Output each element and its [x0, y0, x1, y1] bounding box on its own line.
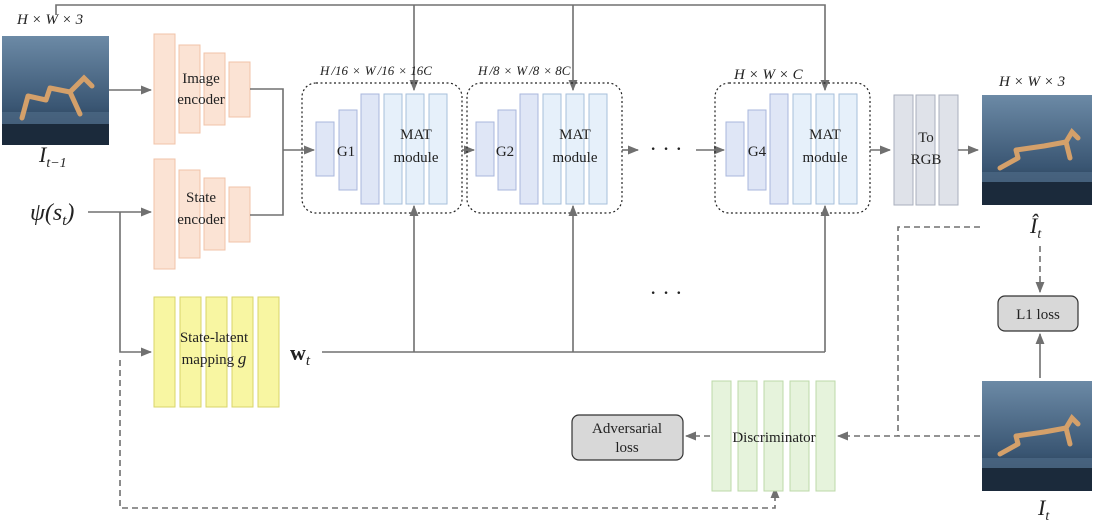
image-encoder: Image encoder	[153, 33, 251, 145]
ground-truth-frame-image	[982, 381, 1092, 491]
l1-loss-label: L1 loss	[1016, 307, 1060, 323]
block2-dim-label: H/8×W/8× 8C	[477, 63, 571, 78]
image-encoder-label-1: Image	[182, 71, 220, 87]
block1-dim-label: H/16×W/16× 16C	[319, 63, 432, 78]
block4-dim-label: H × W × C	[733, 67, 804, 83]
mat4-label-1: MAT	[809, 127, 841, 143]
to-rgb-label-2: RGB	[911, 152, 942, 168]
ground-truth-frame-label: It	[1037, 495, 1050, 523]
previous-frame-label: It−1	[38, 142, 67, 171]
mat2-label-2: module	[553, 150, 598, 166]
robot-leg-icon	[67, 74, 95, 95]
adversarial-loss-box	[571, 414, 684, 461]
block4-frame	[714, 82, 871, 214]
g4-label: G4	[748, 144, 767, 160]
ellipsis-bottom: · · ·	[650, 280, 683, 305]
previous-frame-image	[2, 36, 109, 145]
g1-label: G1	[337, 144, 355, 160]
adversarial-loss-label-2: loss	[615, 440, 639, 456]
block2-generator: G2 MAT module	[475, 93, 608, 205]
g2-label: G2	[496, 144, 514, 160]
to-rgb-label-1: To	[918, 130, 934, 146]
predicted-frame-label: Ît	[1029, 213, 1042, 242]
mat1-label-2: module	[394, 150, 439, 166]
state-encoder: State encoder	[153, 158, 251, 270]
robot-icon	[19, 85, 83, 121]
image-encoder-label-2: encoder	[177, 92, 224, 108]
state-encoder-label-1: State	[186, 190, 216, 206]
mapping-label-1: State-latent	[180, 330, 249, 346]
robot-icon	[997, 139, 1073, 171]
robot-icon	[997, 425, 1073, 457]
mat2-label-1: MAT	[559, 127, 591, 143]
block1-generator: G1 MAT module	[315, 93, 448, 205]
predicted-frame-image	[982, 95, 1092, 205]
state-to-discriminator-arrow	[119, 360, 780, 509]
state-input-label: ψ(st)	[30, 200, 74, 229]
encoder-merge-line	[250, 88, 284, 216]
output-dim-label: H × W × 3	[998, 74, 1065, 90]
state-encoder-label-2: encoder	[177, 212, 224, 228]
block4-generator: G4 MAT module	[725, 93, 858, 205]
l1-loss-box	[997, 295, 1079, 332]
mapping-label-2: mapping g	[182, 349, 247, 368]
discriminator: Discriminator	[711, 380, 836, 492]
robot-leg-icon	[1063, 413, 1081, 431]
ellipsis-top: · · ·	[650, 136, 683, 161]
state-latent-mapping: State-latent mapping g	[153, 296, 280, 408]
robot-leg-icon	[1063, 127, 1081, 145]
discriminator-label: Discriminator	[732, 430, 815, 446]
latent-w-label: wt	[290, 340, 311, 369]
block1-frame	[301, 82, 463, 214]
pred-to-discriminator-line	[897, 226, 980, 436]
skip-connection-line	[55, 4, 830, 92]
adversarial-loss-label-1: Adversarial	[592, 421, 662, 437]
block2-frame	[466, 82, 623, 214]
state-to-mapping-arrow	[119, 212, 153, 357]
mat1-label-1: MAT	[400, 127, 432, 143]
to-rgb: To RGB	[893, 94, 959, 206]
mat4-label-2: module	[803, 150, 848, 166]
input-dim-label: H × W × 3	[16, 12, 83, 28]
